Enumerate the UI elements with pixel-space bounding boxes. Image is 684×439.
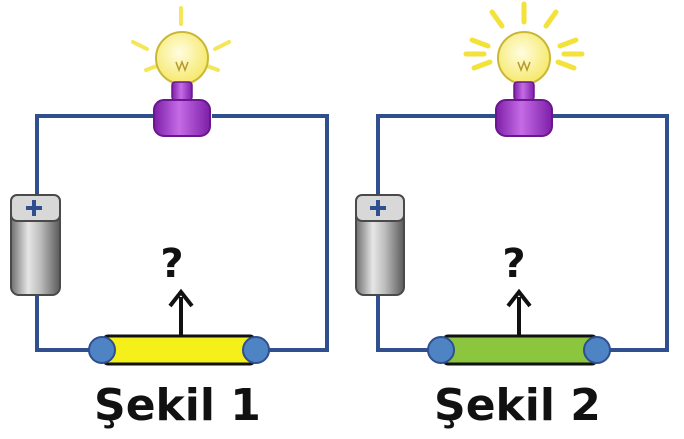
light-bulb-icon — [131, 6, 231, 137]
conductor-rod-2 — [442, 334, 598, 366]
question-mark-2: ? — [502, 241, 526, 287]
figure-caption-2: Şekil 2 — [434, 380, 601, 431]
circuit-1 — [10, 6, 329, 366]
terminal-left-2 — [427, 336, 455, 364]
terminal-right-1 — [242, 336, 270, 364]
figure-caption-1: Şekil 1 — [94, 380, 261, 431]
battery-icon — [10, 194, 61, 296]
light-bulb-icon — [463, 1, 585, 137]
circuit-2 — [355, 1, 669, 366]
light-rays-icon — [131, 6, 231, 72]
light-rays-icon — [463, 1, 585, 71]
plus-sign-icon — [26, 200, 42, 216]
circuit-2-wire-loop — [376, 114, 669, 352]
terminal-right-2 — [583, 336, 611, 364]
question-mark-1: ? — [160, 241, 184, 287]
conductor-rod-1 — [102, 334, 256, 366]
battery-icon — [355, 194, 405, 296]
terminal-left-1 — [88, 336, 116, 364]
plus-sign-icon — [370, 200, 386, 216]
